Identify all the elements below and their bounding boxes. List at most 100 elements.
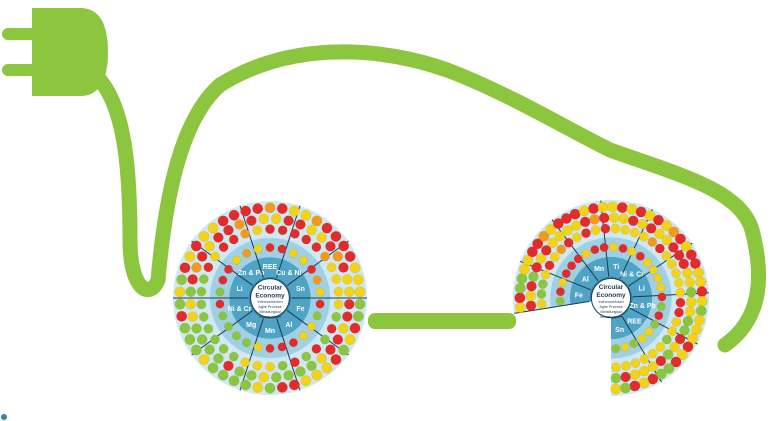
sector-label: Mn [265, 328, 275, 335]
element-dot [661, 251, 672, 261]
element-dot [653, 214, 664, 226]
element-dot [590, 245, 600, 255]
sector-divider [551, 219, 599, 282]
element-dot [620, 371, 631, 383]
element-dot [655, 368, 667, 380]
element-dot [344, 286, 355, 297]
element-dot [639, 231, 649, 242]
element-dot [320, 334, 330, 345]
sector-label: Ni & Cr [620, 271, 644, 278]
element-dot [228, 234, 239, 245]
sector-divider [239, 205, 264, 278]
element-dot [527, 246, 538, 258]
element-dot [240, 228, 250, 239]
sector-label: Ni & Cr [228, 306, 252, 313]
element-dot [610, 223, 621, 234]
element-dot [635, 206, 647, 218]
element-dot [344, 334, 356, 345]
element-dot [342, 274, 353, 285]
element-dot [315, 287, 325, 297]
element-dot [240, 205, 252, 217]
element-dot [522, 255, 534, 266]
element-dot [311, 369, 323, 381]
element-dot [629, 339, 639, 348]
element-dot [290, 228, 300, 239]
element-dot [332, 251, 344, 262]
wheel-ring [209, 237, 331, 359]
element-dot [252, 381, 264, 393]
element-dot [299, 255, 308, 265]
element-dot [232, 255, 241, 265]
element-dot [218, 275, 228, 285]
element-dot [637, 333, 647, 343]
element-dot [644, 327, 654, 337]
element-dot [338, 344, 350, 356]
element-dot [184, 251, 196, 262]
element-dot [552, 218, 564, 230]
element-dot [306, 360, 317, 372]
element-dot [556, 287, 565, 297]
element-dot [344, 251, 356, 262]
element-dot [628, 215, 639, 226]
hub-line: Infrastructure [600, 315, 622, 319]
element-dot [207, 222, 219, 234]
element-dot [696, 286, 708, 298]
element-dot [277, 225, 288, 236]
element-dot [342, 311, 353, 322]
element-dot [597, 201, 609, 213]
element-dot [538, 279, 548, 289]
sector-label: REE [627, 318, 642, 325]
element-dot [599, 243, 609, 252]
element-dot [234, 366, 245, 377]
sector-divider [619, 208, 653, 279]
element-dot [265, 362, 275, 372]
element-dot [676, 349, 688, 361]
element-dot [252, 225, 263, 236]
sector-label: Mg [246, 322, 256, 329]
element-dot [629, 227, 640, 238]
element-dot [626, 203, 638, 215]
element-dot [187, 274, 198, 285]
element-dot [253, 244, 263, 254]
element-dot [682, 315, 694, 327]
element-dot [545, 224, 557, 236]
element-dot [656, 302, 666, 311]
element-dot [215, 299, 225, 309]
element-dot [295, 366, 306, 377]
element-dot [668, 226, 680, 238]
element-dot [300, 375, 312, 387]
element-dot [190, 240, 202, 252]
element-dot [228, 351, 239, 362]
axle-bar [368, 313, 516, 329]
element-dot [684, 277, 696, 288]
element-dot [600, 223, 611, 234]
element-dot [547, 237, 558, 249]
element-dot [300, 209, 312, 221]
element-dot [532, 238, 544, 250]
element-dot [352, 310, 364, 322]
hub-line: Metallurgical [259, 310, 280, 314]
element-dot [675, 287, 686, 298]
element-dot [536, 289, 547, 299]
element-dot [246, 215, 257, 226]
element-dot [295, 219, 306, 230]
element-dot [643, 258, 652, 267]
element-dot [528, 271, 539, 282]
element-dot [179, 262, 191, 274]
element-dot [675, 297, 686, 308]
element-dot [333, 299, 344, 310]
element-dot [567, 261, 576, 271]
element-dot [311, 215, 323, 227]
sector-label: Al [582, 276, 589, 283]
sector-label: Sn [296, 286, 305, 293]
element-dot [536, 299, 547, 309]
element-dot [330, 231, 342, 242]
plug-icon [2, 8, 108, 96]
element-dot [210, 251, 220, 262]
element-dot [316, 232, 327, 243]
element-dot [535, 253, 547, 264]
element-dot [325, 241, 336, 252]
corner-dot [1, 414, 7, 420]
element-dot [662, 334, 672, 345]
element-dot [667, 326, 677, 336]
